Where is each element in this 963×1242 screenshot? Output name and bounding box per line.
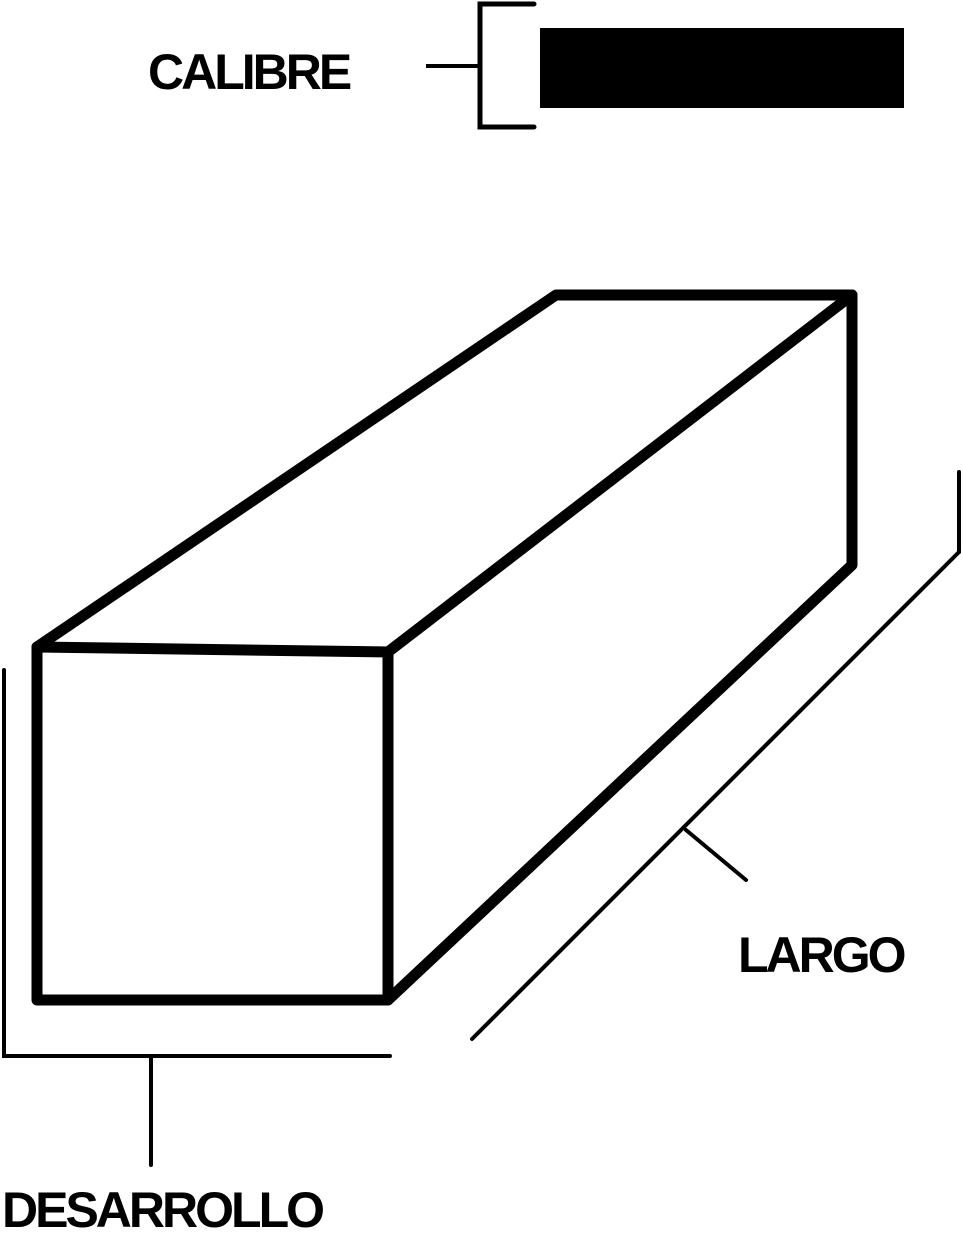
calibre-thickness-sample [540,28,904,108]
largo-dimension-line [470,550,961,1041]
largo-label: LARGO [738,927,905,983]
desarrollo-label: DESARROLLO [2,1182,323,1238]
desarrollo-dimension [2,668,392,1167]
calibre-bracket [477,1,537,130]
desarrollo-bracket-line [2,668,392,1058]
bar-side-face-edges [382,289,858,1006]
bar-top-face-edges [31,289,858,658]
rectangular-bar [31,289,858,1006]
largo-leader-line [684,828,748,882]
bar-front-face [31,641,394,1006]
calibre-callout: CALIBRE [148,1,904,130]
largo-dimension [470,470,961,1041]
calibre-label: CALIBRE [148,44,351,100]
